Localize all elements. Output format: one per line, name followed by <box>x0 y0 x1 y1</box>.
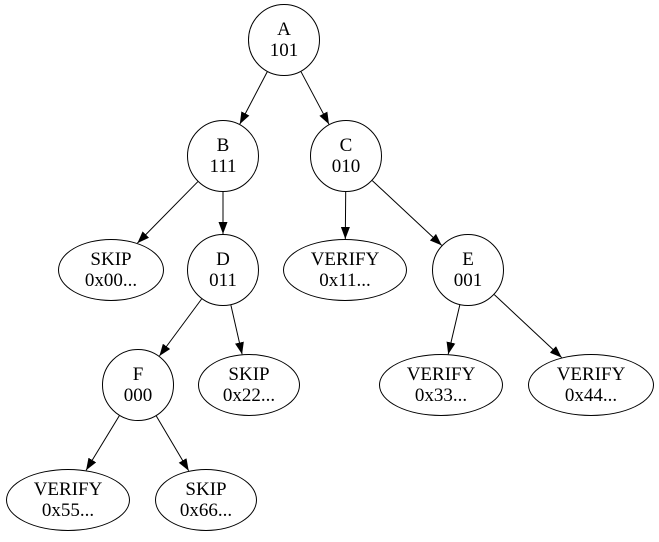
node-label: SKIP <box>90 249 132 270</box>
node-label: F <box>132 364 144 385</box>
edge-F-VERIFY-0x55 <box>85 415 120 471</box>
node-label: E <box>462 249 474 270</box>
node-sublabel: 011 <box>209 270 237 291</box>
node-sublabel: 0x55... <box>41 500 95 521</box>
node-label: C <box>339 135 353 156</box>
edge-F-SKIP-0x66 <box>155 415 190 472</box>
node-sublabel: 001 <box>453 270 483 291</box>
node-sublabel: 111 <box>209 156 237 177</box>
node-sublabel: 0x11... <box>319 270 371 291</box>
node-label: A <box>277 19 291 40</box>
node-label: VERIFY <box>33 479 103 500</box>
node-sublabel: 0x22... <box>222 385 276 406</box>
node-sublabel: 000 <box>123 385 153 406</box>
edge-D-SKIP-0x22 <box>230 304 244 355</box>
edge-D-F <box>158 298 203 357</box>
edge-A-C <box>300 71 330 125</box>
node-sublabel: 0x66... <box>179 500 233 521</box>
node-label: VERIFY <box>406 364 476 385</box>
edge-E-VERIFY-0x44 <box>493 294 563 358</box>
node-sublabel: 010 <box>331 156 361 177</box>
node-label: D <box>216 249 230 270</box>
node-label: VERIFY <box>556 364 626 385</box>
node-label: SKIP <box>185 479 227 500</box>
node-label: B <box>216 135 230 156</box>
edge-C-E <box>371 180 443 246</box>
node-label: SKIP <box>228 364 270 385</box>
node-sublabel: 101 <box>269 40 299 61</box>
node-label: VERIFY <box>310 249 380 270</box>
node-sublabel: 0x00... <box>84 270 138 291</box>
node-sublabel: 0x33... <box>414 385 468 406</box>
edge-E-VERIFY-0x33 <box>446 304 461 355</box>
edge-A-B <box>239 71 268 125</box>
edge-B-SKIP-0x00 <box>137 181 199 244</box>
node-sublabel: 0x44... <box>564 385 618 406</box>
